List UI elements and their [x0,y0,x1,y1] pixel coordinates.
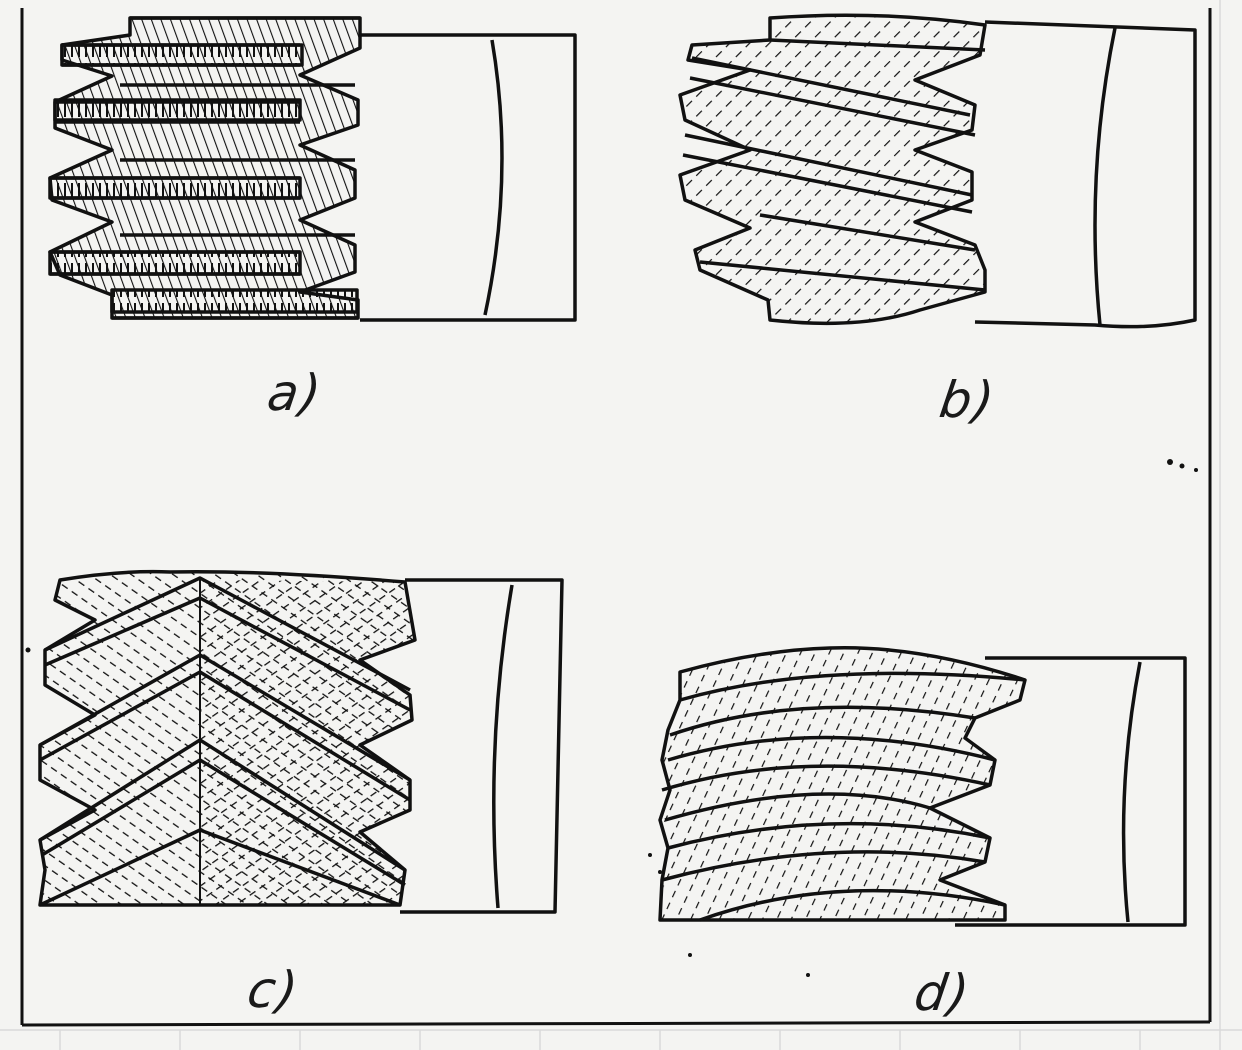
caption-b: b) [935,371,1000,429]
gear-d-shaft [955,656,1187,927]
gear-d-spiral [658,646,1187,927]
gear-b-tooth-lines [682,38,986,292]
gear-d-shaft-end [1121,661,1142,923]
gear-b-helical [678,13,1197,329]
page-border [20,8,1212,1027]
gear-c-teeth-right [200,580,415,905]
gear-b-shaft [974,20,1197,329]
gear-c-shaft-end [492,584,514,909]
gear-c-shaft [400,578,564,914]
gear-b-teeth [678,13,987,326]
gear-d-curved-tooth-lines [661,671,1026,922]
gear-a-shaft-end [483,39,504,316]
gear-a-spur [48,16,577,322]
caption-c: c) [243,961,304,1019]
gear-a-tooth-lines [50,16,360,320]
gear-c-herringbone [38,569,564,914]
gear-b-shaft-end [1093,27,1117,326]
caption-a: a) [263,364,327,422]
caption-d: d) [910,964,975,1022]
scan-specks [25,459,1198,977]
gear-c-chevron-lines [39,576,411,907]
gear-a-shaft [360,33,577,322]
